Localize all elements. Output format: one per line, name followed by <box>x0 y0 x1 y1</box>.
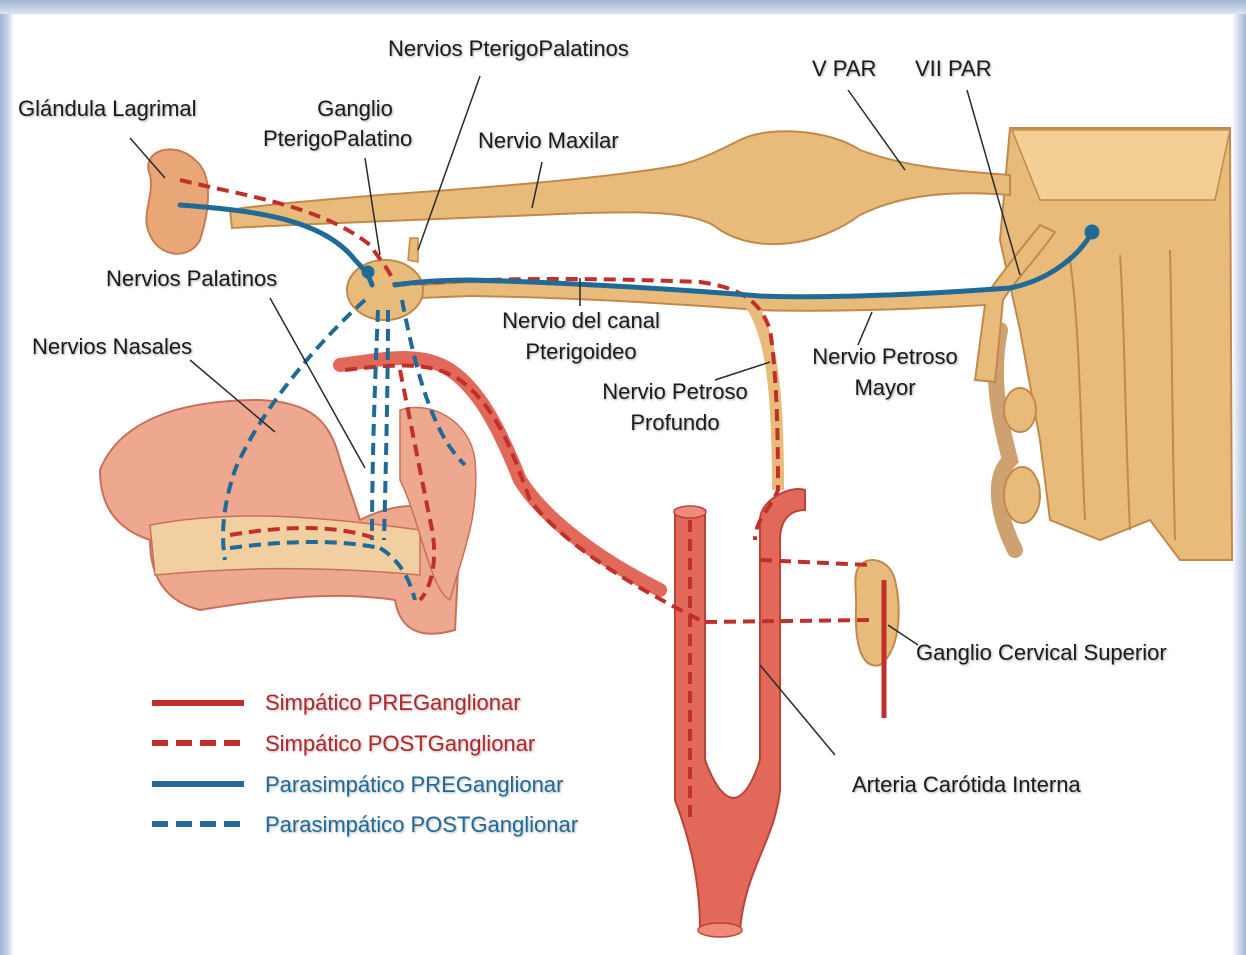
label-nervio-canal: Nervio del canal <box>476 308 686 334</box>
label-ganglio-cervical: Ganglio Cervical Superior <box>916 640 1167 666</box>
label-petroso-profundo-1: Nervio Petroso <box>580 379 770 405</box>
superior-cervical-ganglion <box>855 560 898 718</box>
label-petroso-profundo-2: Profundo <box>580 410 770 436</box>
label-nervios-nasales: Nervios Nasales <box>32 334 192 360</box>
legend-label-para-post: Parasimpático POSTGanglionar <box>265 812 578 838</box>
label-nervio-maxilar: Nervio Maxilar <box>478 128 619 154</box>
legend-swatches <box>152 703 244 824</box>
legend-label-para-pre: Parasimpático PREGanglionar <box>265 772 563 798</box>
lacrimal-gland <box>146 149 208 253</box>
label-petroso-mayor-1: Nervio Petroso <box>790 344 980 370</box>
brainstem <box>996 128 1232 560</box>
label-v-par: V PAR <box>812 56 876 82</box>
label-nervios-pterigopalatinos: Nervios PterigoPalatinos <box>388 36 629 62</box>
label-petroso-mayor-2: Mayor <box>790 375 980 401</box>
label-glandula-lagrimal: Glándula Lagrimal <box>18 96 197 122</box>
label-nervios-palatinos: Nervios Palatinos <box>106 266 277 292</box>
label-ganglio: Ganglio <box>300 96 410 122</box>
legend-label-symp-post: Simpático POSTGanglionar <box>265 731 535 757</box>
label-vii-par: VII PAR <box>915 56 992 82</box>
legend-label-symp-pre: Simpático PREGanglionar <box>265 690 521 716</box>
label-ganglio-pterigopalatino: PterigoPalatino <box>263 126 412 152</box>
label-pterigoideo: Pterigoideo <box>476 339 686 365</box>
label-arteria-carotida: Arteria Carótida Interna <box>852 772 1081 798</box>
